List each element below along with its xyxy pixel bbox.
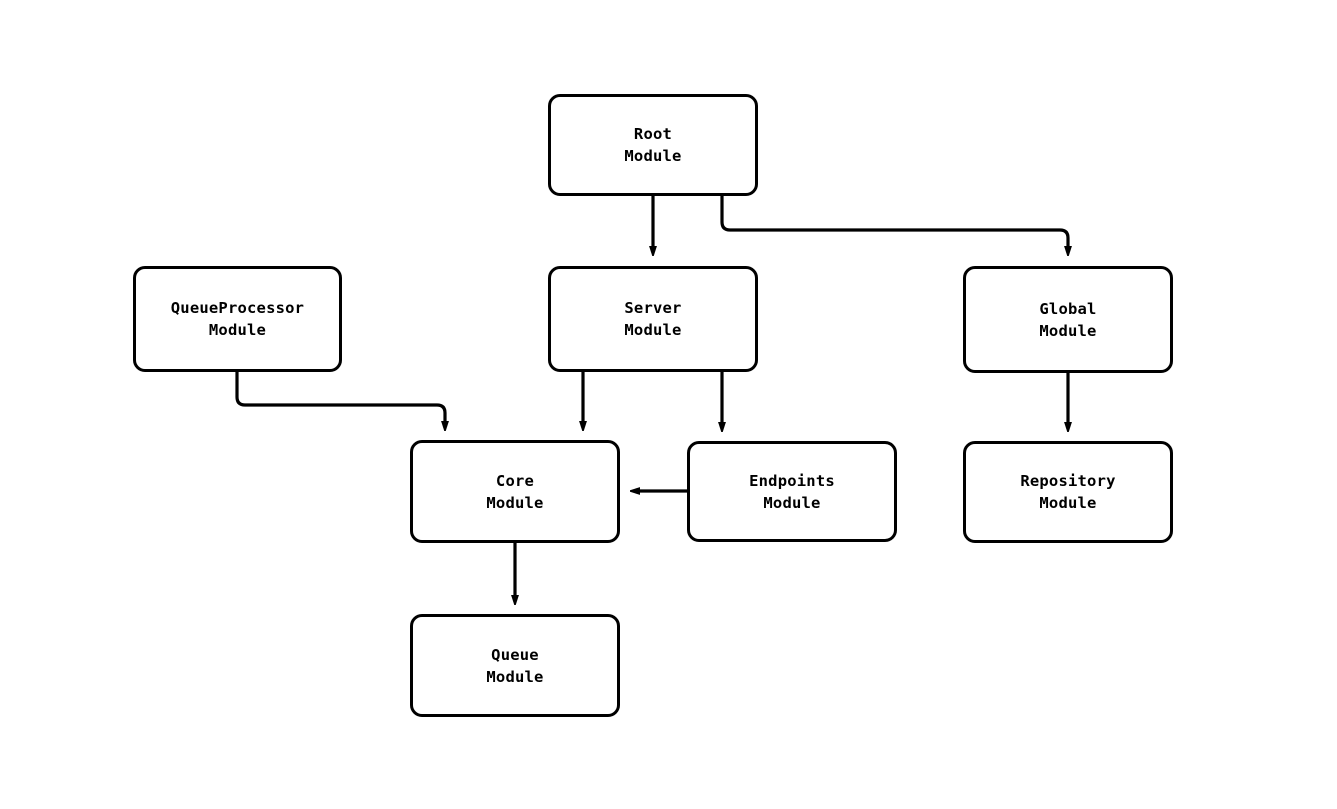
node-global-module-label-line2: Module: [1039, 321, 1097, 340]
node-core-module-label-line1: Core: [495, 471, 535, 490]
node-server-module[interactable]: Server Module: [548, 266, 758, 372]
node-queue-module[interactable]: Queue Module: [410, 614, 620, 717]
node-endpoints-module-label-line2: Module: [763, 493, 821, 512]
node-endpoints-module-label-line1: Endpoints: [749, 471, 835, 490]
node-root-module-label-line1: Root: [633, 125, 673, 143]
node-root-module[interactable]: Root Module: [548, 94, 758, 196]
node-repository-module-label-line2: Module: [1039, 494, 1097, 512]
node-queueprocessor-module-label-line1: QueueProcessor: [170, 299, 305, 317]
node-core-module-label-line2: Module: [486, 493, 544, 512]
node-queue-module-label-line2: Module: [486, 667, 544, 686]
node-queueprocessor-module[interactable]: QueueProcessor Module: [133, 266, 342, 372]
node-global-module[interactable]: Global Module: [963, 266, 1173, 373]
node-server-module-label-line2: Module: [624, 321, 682, 339]
edge-queueprocessor-to-core: [235, 372, 445, 427]
node-repository-module[interactable]: Repository Module: [963, 441, 1173, 543]
node-root-module-label-line2: Module: [624, 147, 682, 165]
node-server-module-label-line1: Server: [624, 299, 682, 317]
edge-root-to-global: [720, 196, 1068, 252]
node-queue-module-label-line1: Queue: [491, 645, 539, 664]
node-endpoints-module[interactable]: Endpoints Module: [687, 441, 897, 542]
node-core-module[interactable]: Core Module: [410, 440, 620, 543]
node-global-module-label-line1: Global: [1039, 299, 1097, 318]
node-repository-module-label-line1: Repository: [1020, 472, 1116, 490]
node-queueprocessor-module-label-line2: Module: [208, 321, 267, 339]
